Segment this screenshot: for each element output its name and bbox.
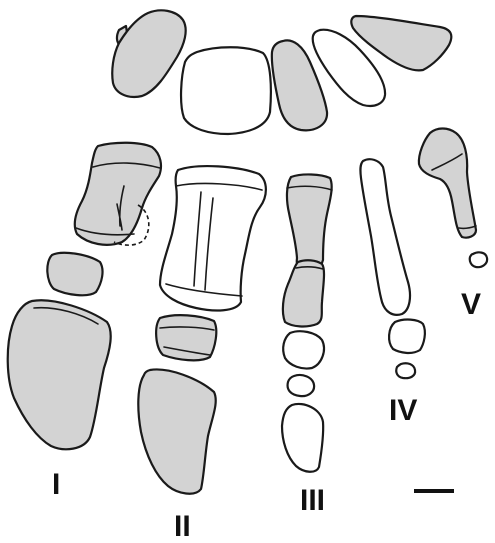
- metacarpal-4: [360, 159, 410, 315]
- digit-5-bones: [419, 129, 487, 268]
- digit-label-4: IV: [389, 396, 417, 426]
- metacarpal-5: [419, 129, 476, 238]
- phalanx-1-1: [47, 253, 102, 295]
- phalanx-3-3: [288, 375, 315, 396]
- digit-label-1: I: [52, 470, 60, 500]
- ungual-2: [138, 370, 215, 494]
- phalanx-2-1: [156, 315, 216, 360]
- digit-2-bones: [138, 166, 266, 494]
- carpal-1: [112, 10, 185, 97]
- digit-label-5: V: [461, 290, 481, 320]
- digit-4-bones: [360, 159, 424, 378]
- digit-label-2: II: [174, 512, 191, 542]
- scale-bar: [414, 489, 454, 493]
- digit-label-3: III: [300, 486, 325, 516]
- phalanx-5-1: [470, 252, 487, 267]
- phalanx-3-1: [283, 260, 324, 326]
- carpal-2: [181, 47, 271, 134]
- phalanx-4-2: [396, 363, 415, 378]
- carpal-row: [112, 10, 451, 134]
- ungual-3: [282, 404, 323, 472]
- phalanx-3-2: [283, 331, 324, 368]
- digit-3-bones: [282, 174, 332, 471]
- phalanx-4-1: [389, 320, 425, 353]
